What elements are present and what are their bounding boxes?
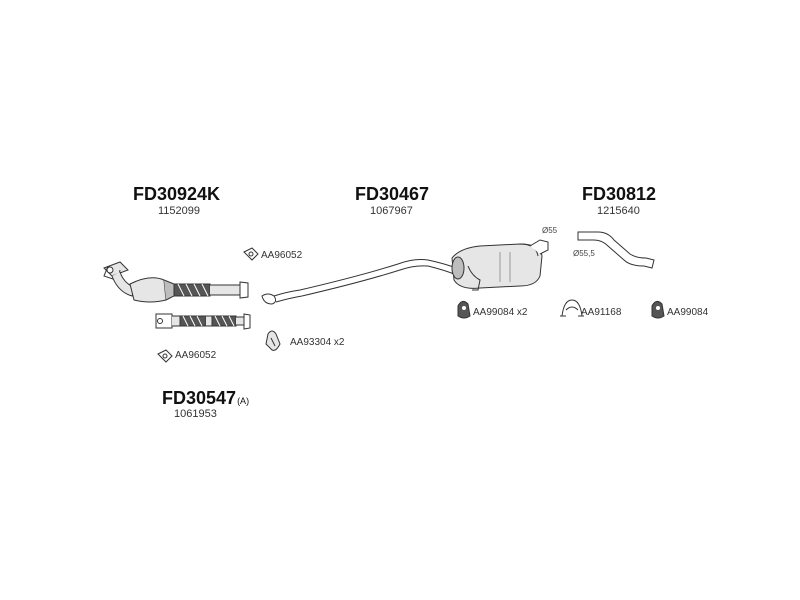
part-code-fd30812: FD30812	[582, 184, 657, 204]
part-number-1061953: 1061953	[174, 408, 217, 420]
label-gasket-bottom: AA96052	[175, 350, 217, 361]
part-number-1152099: 1152099	[158, 205, 201, 217]
label-diameter-inlet: Ø55	[542, 226, 558, 235]
pipe-clamp-icon	[560, 299, 584, 317]
part-code-fd30924k: FD30924K	[133, 184, 221, 204]
part-code-fd30467: FD30467	[355, 184, 430, 204]
label-clamp-pipe: AA91168	[581, 307, 622, 318]
label-hanger-2: AA99084	[667, 307, 709, 318]
catalytic-converter-assembly	[103, 261, 249, 303]
part-number-1215640: 1215640	[597, 205, 640, 217]
hanger-2-icon	[651, 300, 665, 319]
label-hanger-1: AA99084 x2	[473, 307, 528, 318]
label-gasket-top: AA96052	[261, 250, 303, 261]
front-pipe-assembly	[155, 313, 251, 330]
hanger-1-icon	[457, 300, 471, 319]
part-code-fd30547: FD30547(A)	[162, 388, 249, 409]
part-number-1067967: 1067967	[370, 205, 413, 217]
tail-pipe	[577, 231, 655, 269]
part-code-fd30547-text: FD30547	[162, 388, 237, 408]
flange-clamp-icon	[265, 330, 281, 351]
part-code-suffix: (A)	[237, 396, 250, 406]
middle-pipe	[261, 259, 457, 305]
label-diameter-tail: Ø55,5	[573, 249, 595, 258]
rear-silencer	[451, 239, 549, 291]
label-clamp-flange: AA93304 x2	[290, 337, 345, 348]
